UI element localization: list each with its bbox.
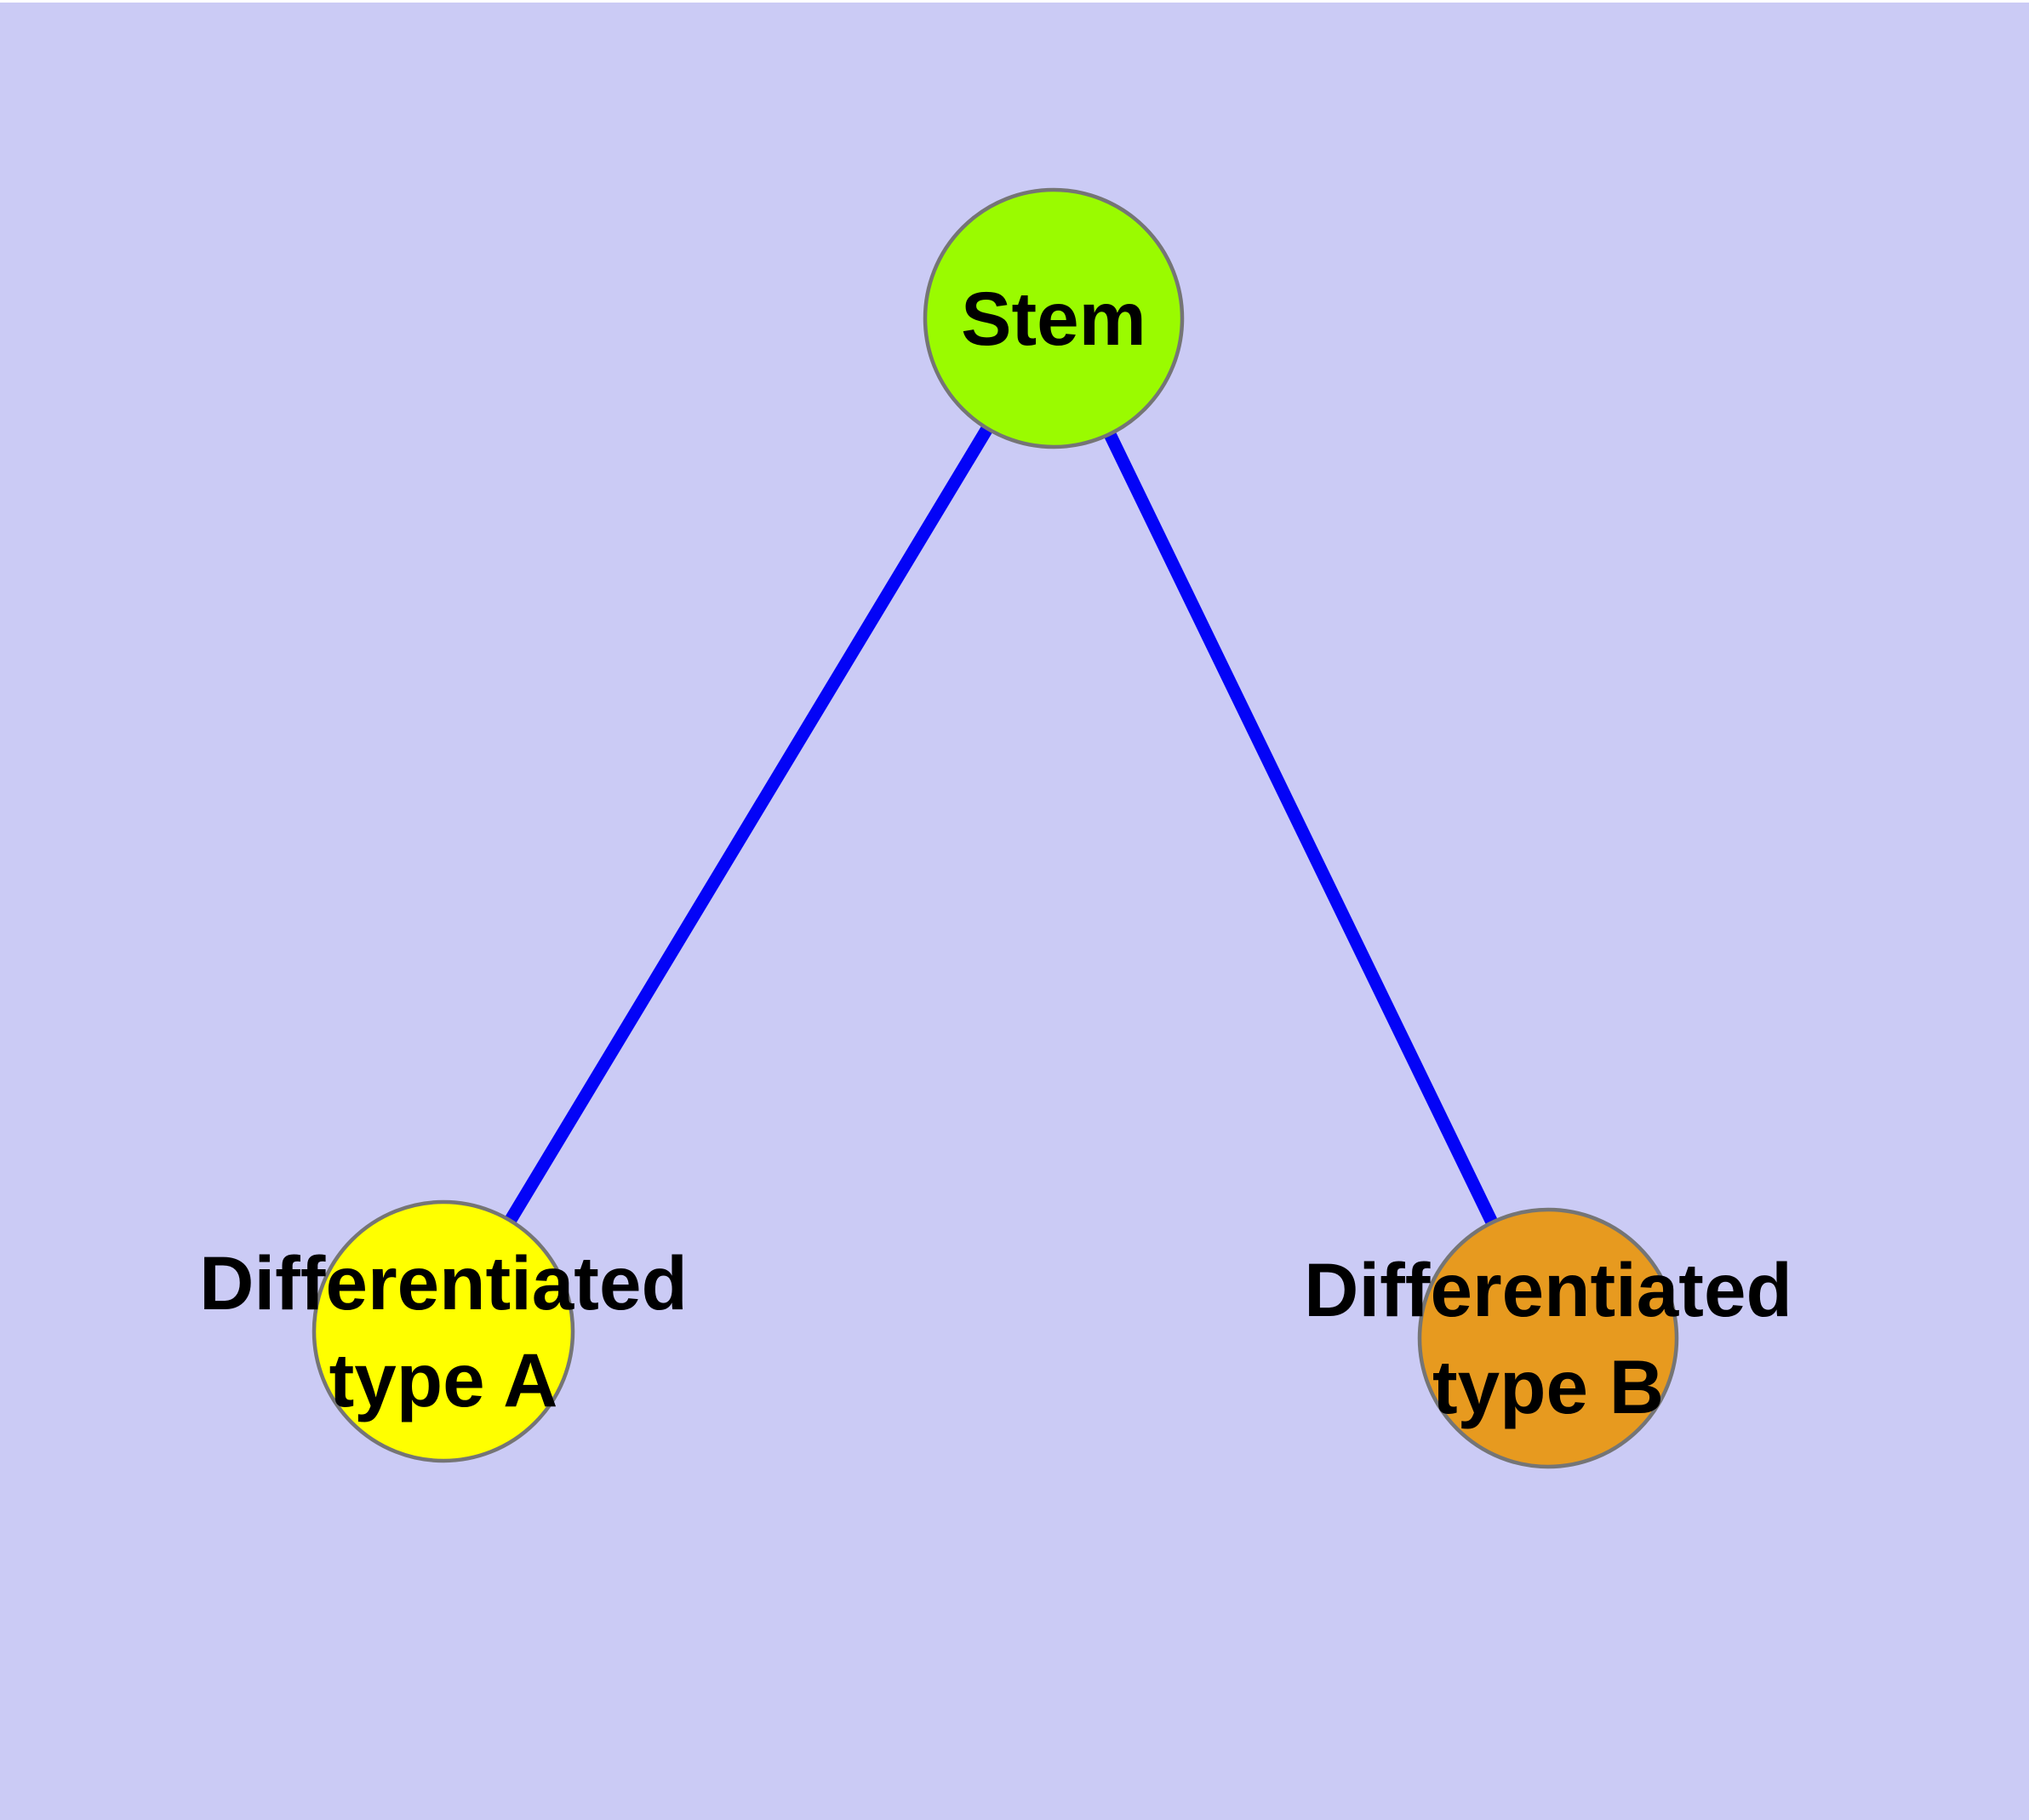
node-differentiated-type-a — [311, 1199, 575, 1463]
node-stem — [923, 187, 1185, 449]
node-label-differentiated-type-a-line-2: type A — [329, 1337, 558, 1422]
node-label-differentiated-type-b-line-2: type B — [1432, 1344, 1664, 1429]
node-label-stem-line-1: Stem — [961, 276, 1146, 361]
node-label-differentiated-type-b-line-1: Differentiated — [1304, 1247, 1792, 1332]
edge-stem-differentiated-type-a — [437, 315, 1060, 1335]
node-differentiated-type-b — [1417, 1207, 1679, 1469]
node-label-differentiated-type-a-line-1: Differentiated — [199, 1240, 688, 1325]
edge-stem-differentiated-type-b — [1048, 315, 1554, 1342]
